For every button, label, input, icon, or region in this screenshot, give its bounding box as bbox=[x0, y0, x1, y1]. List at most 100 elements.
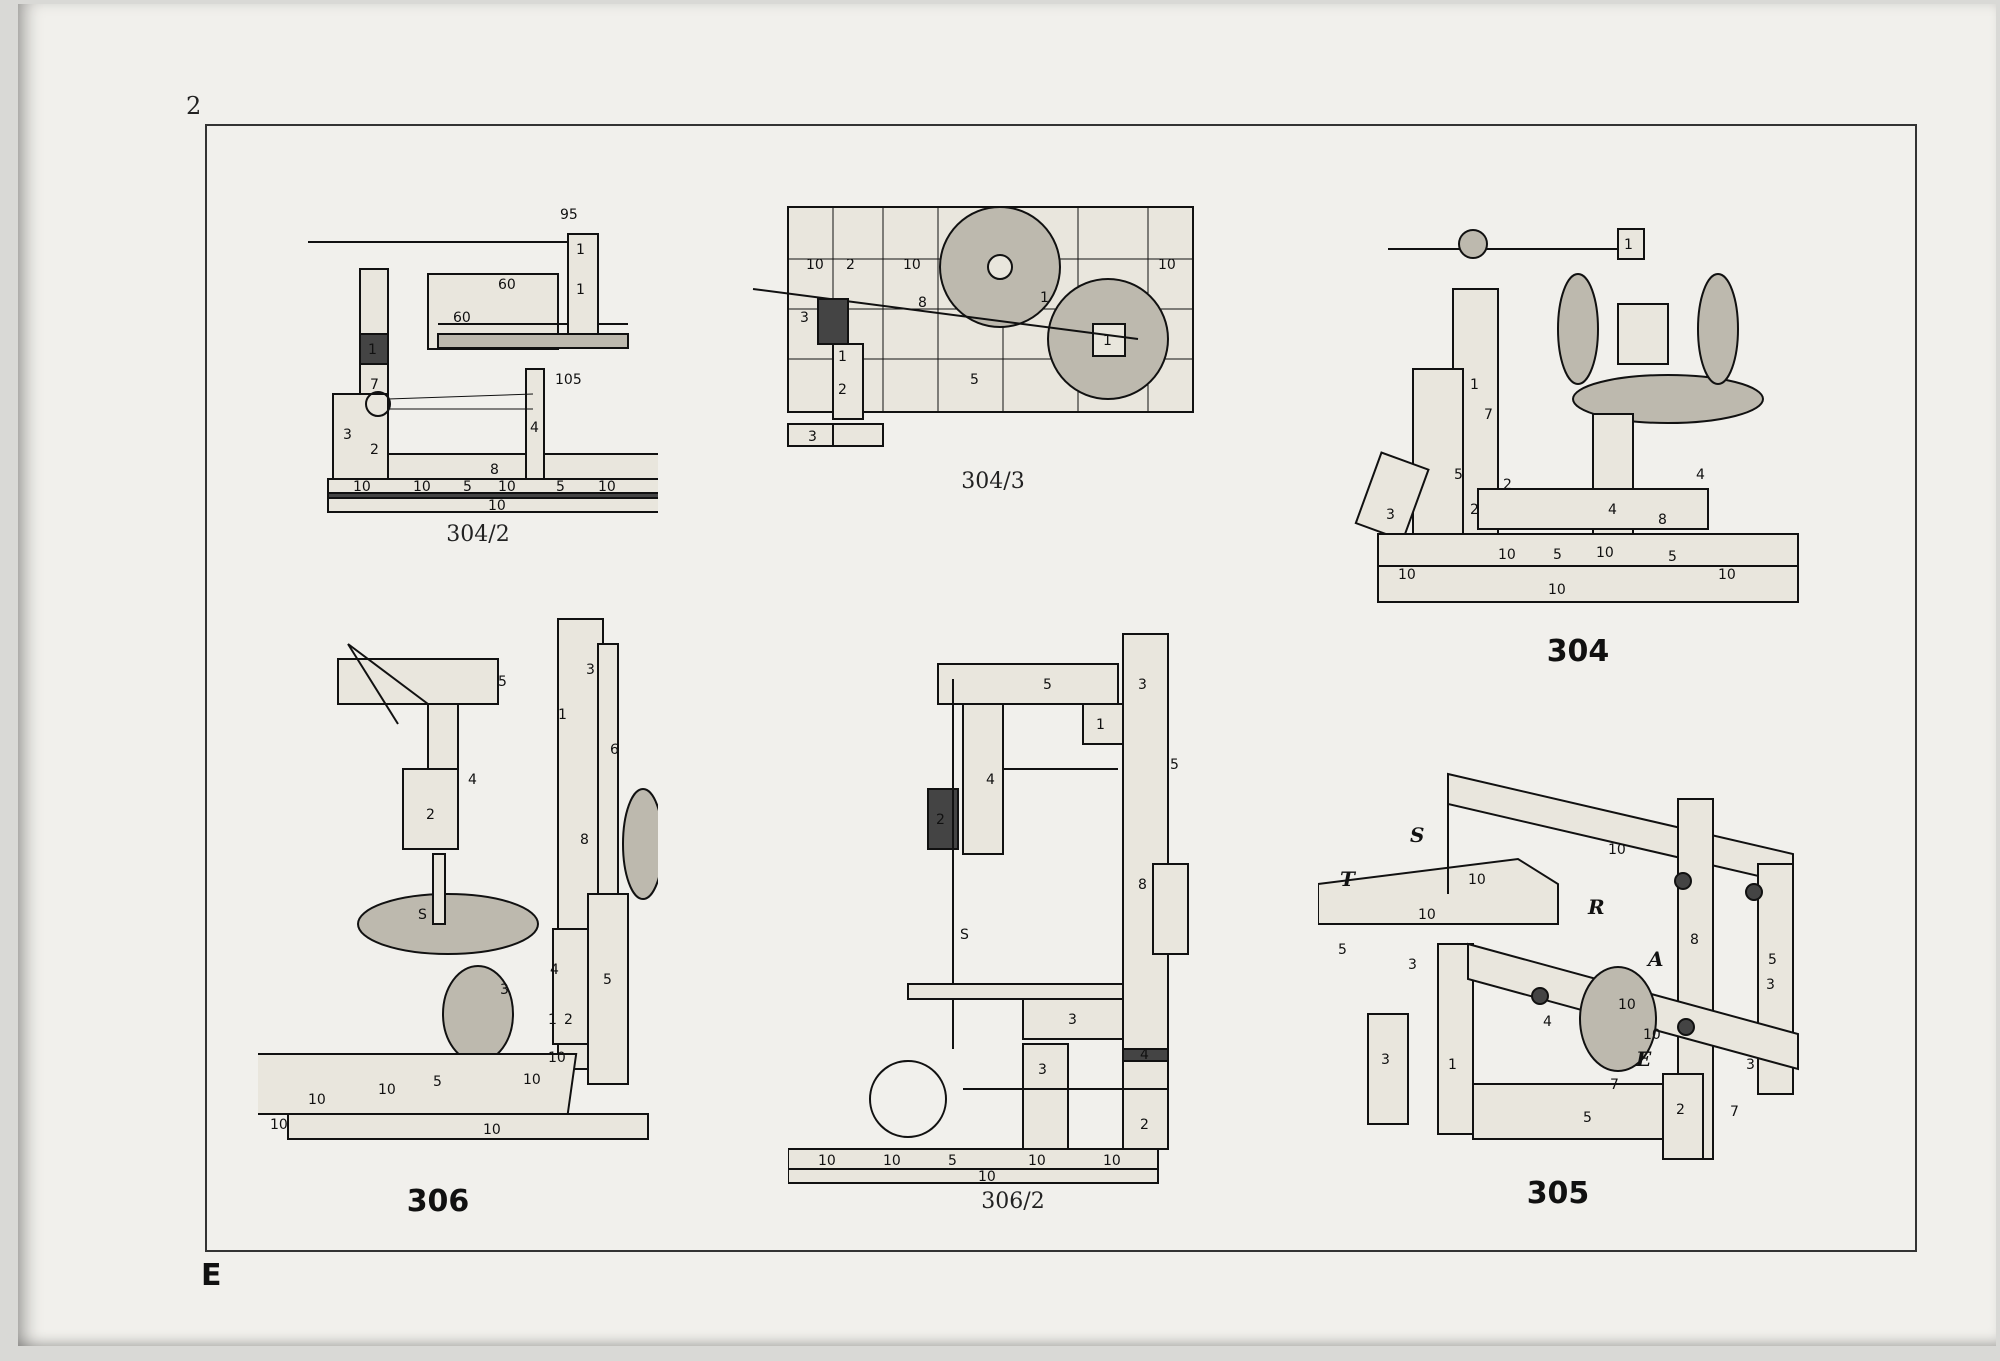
figure-306-2-label: 2 bbox=[936, 812, 945, 828]
figure-305-caption: 305 bbox=[1526, 1176, 1590, 1211]
figure-304-3-label: 10 bbox=[903, 257, 921, 273]
figure-305-label: 3 bbox=[1746, 1057, 1755, 1073]
figure-306-label: 4 bbox=[550, 962, 559, 978]
figure-306-2-caption: 306/2 bbox=[981, 1189, 1045, 1214]
figure-304-2-label: 3 bbox=[343, 427, 352, 443]
figure-306-label: 2 bbox=[426, 807, 435, 823]
figure-305-label: A bbox=[1646, 947, 1664, 971]
figure-305-label: 10 bbox=[1468, 872, 1486, 888]
figure-304-label: 2 bbox=[1470, 502, 1479, 518]
figure-306-2-label: 8 bbox=[1138, 877, 1147, 893]
figure-306-2-label: 1 bbox=[1096, 717, 1105, 733]
figure-304-3-label: 1 bbox=[1103, 333, 1112, 349]
figure-305-label: 3 bbox=[1381, 1052, 1390, 1068]
figure-304-3-label: 2 bbox=[838, 382, 847, 398]
figure-304-2-label: 1 bbox=[368, 342, 377, 358]
figure-304-3-label: 3 bbox=[800, 310, 809, 326]
figure-306-2-drawing: 5 3 1 4 2 5 8 S 3 3 4 2 10 10 5 10 10 10 bbox=[788, 633, 1189, 1185]
figure-305-label: T bbox=[1340, 867, 1357, 891]
figure-304-2-caption: 304/2 bbox=[446, 522, 510, 547]
figure-306-label: 4 bbox=[468, 772, 477, 788]
figure-304-drawing: 1 1 7 5 2 2 3 4 4 8 10 10 5 10 5 10 10 bbox=[1354, 228, 1799, 603]
figure-306-caption: 306 bbox=[406, 1184, 470, 1219]
figure-304-label: 5 bbox=[1454, 467, 1463, 483]
figure-306-label: S bbox=[418, 907, 427, 923]
figure-305-label: 7 bbox=[1610, 1077, 1619, 1093]
figure-304-3-label: 1 bbox=[1040, 290, 1049, 306]
figure-304-2-label: 10 bbox=[598, 479, 616, 495]
figure-304-label: 10 bbox=[1498, 547, 1516, 563]
figure-306-2-label: 4 bbox=[986, 772, 995, 788]
figure-306-2-label: S bbox=[960, 927, 969, 943]
figure-304-2-label: 1 bbox=[576, 282, 585, 298]
figure-305-label: 8 bbox=[1690, 932, 1699, 948]
figure-304-label: 4 bbox=[1696, 467, 1705, 483]
figure-305-label: 5 bbox=[1768, 952, 1777, 968]
figure-304-label: 3 bbox=[1386, 507, 1395, 523]
figure-306-2-label: 2 bbox=[1140, 1117, 1149, 1133]
figure-306-label: 10 bbox=[523, 1072, 541, 1088]
figure-304-label: 2 bbox=[1503, 477, 1512, 493]
figure-304-3-label: 8 bbox=[918, 295, 927, 311]
figure-304-2-label: 10 bbox=[353, 479, 371, 495]
figure-306-label: 5 bbox=[433, 1074, 442, 1090]
figure-306-2: 5 3 1 4 2 5 8 S 3 3 4 2 10 10 5 10 10 10… bbox=[788, 629, 1248, 1224]
figure-304-3-drawing: 10 2 10 10 3 8 1 2 3 1 1 5 bbox=[752, 206, 1194, 447]
figure-306-2-label: 10 bbox=[818, 1153, 836, 1169]
figure-304-2-label: 2 bbox=[370, 442, 379, 458]
figure-304-3-label: 3 bbox=[808, 429, 817, 445]
figure-306-drawing: 5 3 1 4 2 6 8 S 3 4 5 1 2 10 10 10 5 10 … bbox=[258, 618, 658, 1140]
figure-304: 1 1 7 5 2 2 3 4 4 8 10 10 5 10 5 10 10 3… bbox=[1338, 189, 1818, 669]
figure-304-2-label: 1 bbox=[576, 242, 585, 258]
figure-306-2-label: 10 bbox=[978, 1169, 996, 1185]
figure-305-drawing: S T 10 10 10 R 5 3 A 8 5 10 4 10 3 1 E 7… bbox=[1318, 772, 1799, 1160]
figure-306-label: 10 bbox=[483, 1122, 501, 1138]
figure-304-2-label: 7 bbox=[370, 377, 379, 393]
figure-304-label: 4 bbox=[1608, 502, 1617, 518]
figure-304-3-label: 1 bbox=[838, 349, 847, 365]
figure-306-2-label: 3 bbox=[1038, 1062, 1047, 1078]
figure-304-2-label: 8 bbox=[490, 462, 499, 478]
figure-305-label: 7 bbox=[1730, 1104, 1739, 1120]
figure-306-label: 10 bbox=[308, 1092, 326, 1108]
figure-304-2-label: 60 bbox=[498, 277, 516, 293]
figure-304-label: 7 bbox=[1484, 407, 1493, 423]
figure-306-2-label: 3 bbox=[1068, 1012, 1077, 1028]
figure-306-2-label: 5 bbox=[948, 1153, 957, 1169]
figure-306-label: 3 bbox=[500, 982, 509, 998]
figure-304-3-label: 10 bbox=[806, 257, 824, 273]
figure-304-2-label: 10 bbox=[498, 479, 516, 495]
figure-304-label: 10 bbox=[1398, 567, 1416, 583]
figure-304-2-label: 60 bbox=[453, 310, 471, 326]
figure-306-2-label: 10 bbox=[883, 1153, 901, 1169]
figure-305-label: 3 bbox=[1408, 957, 1417, 973]
figure-304-label: 1 bbox=[1624, 237, 1633, 253]
figure-306-2-label: 5 bbox=[1043, 677, 1052, 693]
figure-304-caption: 304 bbox=[1546, 634, 1610, 669]
figure-304-3-caption: 304/3 bbox=[961, 469, 1025, 494]
figure-305-label: S bbox=[1410, 823, 1424, 847]
figure-304-3-label: 2 bbox=[846, 257, 855, 273]
figure-306-label: 1 bbox=[558, 707, 567, 723]
figure-306-2-label: 4 bbox=[1140, 1047, 1149, 1063]
figure-305-label: 10 bbox=[1608, 842, 1626, 858]
figure-305-label: 4 bbox=[1543, 1014, 1552, 1030]
figure-306-2-label: 10 bbox=[1028, 1153, 1046, 1169]
figure-306-label: 1 bbox=[548, 1012, 557, 1028]
figure-306-label: 10 bbox=[270, 1117, 288, 1133]
figure-306-2-label: 10 bbox=[1103, 1153, 1121, 1169]
figure-304-2-label: 10 bbox=[488, 498, 506, 514]
figure-304-label: 10 bbox=[1548, 582, 1566, 598]
figure-305-label: 5 bbox=[1338, 942, 1347, 958]
figure-306-2-label: 5 bbox=[1170, 757, 1179, 773]
figure-305-label: 10 bbox=[1618, 997, 1636, 1013]
figure-305-label: E bbox=[1635, 1047, 1652, 1071]
figure-306-label: 5 bbox=[498, 674, 507, 690]
figure-306-label: 8 bbox=[580, 832, 589, 848]
figure-306-label: 10 bbox=[548, 1050, 566, 1066]
figure-305-label: 10 bbox=[1418, 907, 1436, 923]
figure-306-label: 5 bbox=[603, 972, 612, 988]
figure-304-2-label: 5 bbox=[463, 479, 472, 495]
figure-305-label: 5 bbox=[1583, 1110, 1592, 1126]
figure-304-2-label: 5 bbox=[556, 479, 565, 495]
